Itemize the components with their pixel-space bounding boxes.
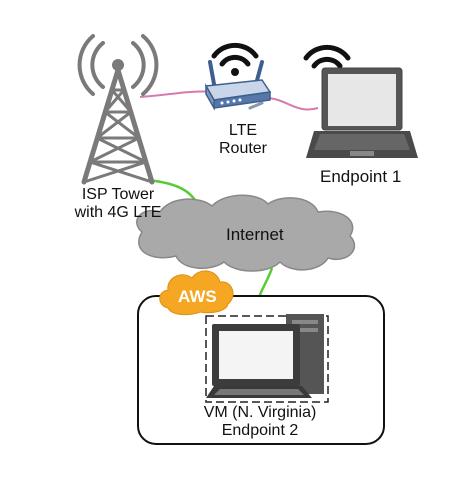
router-icon: [204, 60, 272, 111]
router-label-line1: LTE: [228, 122, 258, 139]
internet-label: Internet: [226, 225, 284, 244]
endpoint1-label: Endpoint 1: [320, 167, 402, 186]
tower-icon: [77, 34, 159, 185]
laptop-icon: [306, 67, 418, 158]
aws-cloud-icon: [159, 270, 234, 316]
wifi-icon: [211, 42, 259, 76]
router-label-line2: Router: [218, 140, 268, 157]
vm-label-line2: Endpoint 2: [221, 422, 299, 439]
isp-tower-label-line1: ISP Tower: [81, 186, 155, 203]
desktop-computer-icon: [205, 314, 329, 403]
vm-label-line1: VM (N. Virginia): [203, 404, 317, 421]
aws-badge: AWS: [178, 287, 217, 306]
link-tower-router: [139, 90, 215, 98]
isp-tower-label-line2: with 4G LTE: [74, 204, 162, 221]
vm-label: VM (N. Virginia) Endpoint 2: [170, 404, 350, 440]
router-label: LTE Router: [200, 122, 286, 158]
isp-tower-label: ISP Tower with 4G LTE: [58, 186, 178, 222]
cloud-icon: [136, 194, 356, 272]
